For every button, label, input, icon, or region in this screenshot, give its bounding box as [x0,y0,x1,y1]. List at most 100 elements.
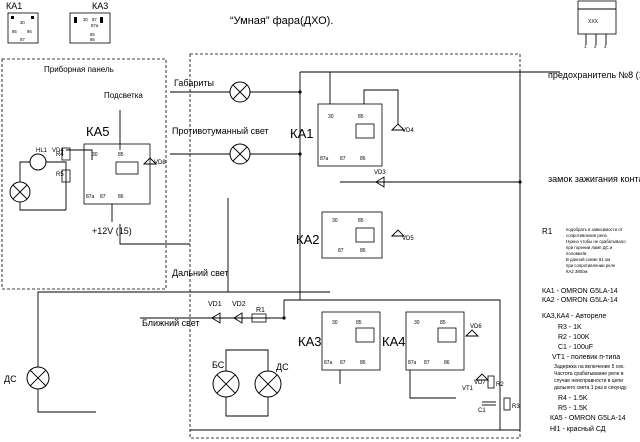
svg-text:30: 30 [20,20,25,25]
transistor-package: XXX 1 2 3 [577,0,617,49]
vd6-label: VD6 [470,324,482,330]
svg-text:87a: 87a [408,360,417,366]
relay-ka5-label: КА5 [86,124,109,139]
diagram-title: “Умная” фара(ДХО). [230,15,333,27]
relay-ka4 [405,311,465,371]
ignition-label: замок зажигания контакт 50 [548,174,640,184]
component-line-6: C1 - 100uF [558,344,593,351]
relay-ka1-pinout-label: КА1 [6,1,22,11]
r3-label: R3 [512,404,520,410]
r4-label: R4 [56,152,64,158]
svg-text:86: 86 [360,156,366,162]
delay-line-3: случае неисправности в цепи [554,378,623,384]
relay-ka2 [321,211,383,259]
svg-text:86: 86 [118,194,124,200]
diode-vd8-label: VD8 [154,160,166,166]
vd4-label: VD4 [402,128,414,134]
hl1-led-icon [29,153,47,171]
vd7-label: VD7 [474,380,486,386]
ds-left-label: ДС [4,374,17,384]
svg-text:87: 87 [424,360,430,366]
low-beam-label: Ближний свет [142,318,200,328]
component-line-7: VT1 - полевик п-типа [552,354,620,361]
relay-ka3 [321,311,381,371]
svg-text:87a: 87a [320,156,329,162]
vt1-label: VT1 [462,386,474,392]
svg-text:86: 86 [360,248,366,254]
svg-text:87: 87 [340,156,346,162]
svg-text:XXX: XXX [588,19,599,25]
svg-text:85: 85 [358,114,364,120]
relay-ka3-pinout: 30 87 87a 85 86 [69,12,111,44]
svg-text:86: 86 [27,29,32,34]
relay-ka3-pinout-label: КА3 [92,1,108,11]
component-line-5: R2 - 100K [558,334,590,341]
svg-text:85: 85 [358,218,364,224]
r1-label: R1 [256,307,265,314]
svg-text:3: 3 [604,44,607,49]
r5-label: R5 [56,172,64,178]
r1-note-line-6: В данной схеме 91 ом [566,257,610,262]
high-beam-label: Дальний свет [172,268,229,278]
component-line-3: КА3,КА4 - Автореле [542,313,606,320]
svg-text:85: 85 [118,152,124,158]
r1-note-label: R1 [542,227,553,236]
svg-text:86: 86 [90,37,95,42]
delay-line-4: дальнего света 1 раз в секунду. [554,385,627,391]
dashboard-panel-title: Приборная панель [44,65,114,74]
vd1-label: VD1 [208,301,222,308]
delay-line-2: Частота срабатывание реле в [554,371,624,377]
svg-text:85: 85 [356,320,362,326]
svg-text:87: 87 [338,248,344,254]
svg-text:85: 85 [440,320,446,326]
component2-line-4: Hl1 - красный СД [550,425,606,433]
svg-text:30: 30 [414,320,420,326]
vd4-dash-label: VD4 [52,148,64,154]
ds-label: ДС [276,362,289,372]
r1-note-line-7: при сопротивлении реле [566,263,616,268]
r1-note-line-1: подобрать в зависимости от [566,227,622,232]
svg-text:30: 30 [332,218,338,224]
hl1-label: HL1 [36,148,48,154]
component2-line-3: КА5 - OMRON G5LA-14 [550,415,626,422]
fog-light-label: Противотуманный свет [172,126,269,136]
relay-ka5 [83,143,151,205]
r1-note-line-8: КА2 380ом [566,269,588,274]
vd2-label: VD2 [232,301,246,308]
svg-text:87a: 87a [324,360,333,366]
svg-text:30: 30 [92,152,98,158]
r1-note-line-3: Нужно чтобы не срабатывало [566,239,626,244]
relay-ka3-label: КА3 [298,334,321,349]
bs-label: БС [212,360,225,370]
relay-ka1-label: КА1 [290,126,313,141]
svg-text:87a: 87a [86,194,95,200]
vd3-label: VD3 [374,170,386,176]
fuse-label: предохранитель №8 (15X) [548,70,640,80]
relay-ka1-pinout: 30 85 86 87 [7,12,39,44]
svg-text:30: 30 [328,114,334,120]
r1-note-line-4: при горении ламп ДС и [566,245,613,250]
gabarity-label: Габариты [174,78,214,88]
svg-text:86: 86 [444,360,450,366]
svg-text:2: 2 [594,44,597,49]
relay-ka4-label: КА4 [382,334,405,349]
supply-label: +12V (15) [92,226,132,236]
svg-text:87a: 87a [91,23,99,28]
delay-line-1: Задержка на включение 5 сек. [554,364,625,370]
svg-text:86: 86 [360,360,366,366]
component-line-2: КА2 - OMRON G5LA-14 [542,297,618,304]
svg-text:87: 87 [340,360,346,366]
relay-ka2-label: КА2 [296,232,319,247]
component2-line-1: R4 - 1.5K [558,395,588,402]
c1-label: C1 [478,408,486,414]
svg-text:85: 85 [90,32,95,37]
backlight-label: Подсветка [104,91,143,100]
svg-text:87: 87 [100,194,106,200]
relay-ka1 [317,103,383,167]
vd5-label: VD5 [402,236,414,242]
svg-text:30: 30 [83,17,88,22]
svg-text:87: 87 [20,37,25,42]
component-line-1: КА1 - OMRON G5LA-14 [542,288,618,295]
svg-text:1: 1 [584,44,587,49]
